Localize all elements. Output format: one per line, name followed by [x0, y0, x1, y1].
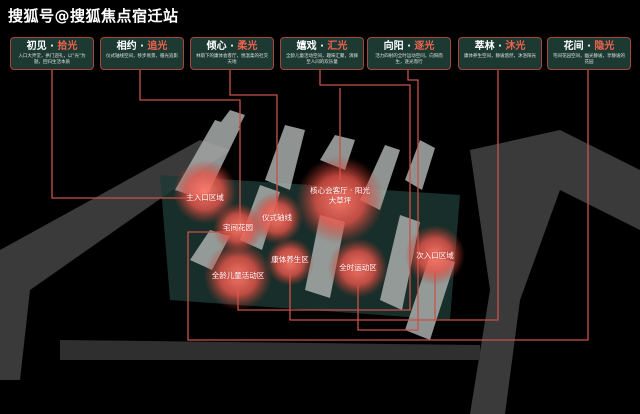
title-card: 倾心 · 柔光林荫下的康体会客厅，悦温柔的社交天地: [190, 37, 274, 70]
card-title-main: 初见: [26, 41, 47, 52]
hotspot-label: 仪式轴线: [262, 213, 292, 222]
road: [60, 340, 480, 360]
watermark: 搜狐号@搜狐焦点宿迁站: [8, 7, 179, 25]
title-card: 花间 · 隐光宅间花园空间，幽光静谧，享静谧的花园: [547, 37, 631, 70]
card-title-accent: 柔光: [237, 41, 258, 52]
connector-lines: [51, 70, 589, 341]
card-title-main: 萃林: [474, 41, 495, 52]
card-description: 宅间花园空间，幽光静谧，享静谧的花园: [553, 54, 625, 65]
hotspot-label: 全时运动区: [339, 263, 377, 272]
card-description: 活力四射的全时运动空间，向阳而生，逐光而行: [375, 54, 443, 65]
card-title-accent: 沐光: [505, 41, 526, 52]
card-title: 向阳 · 逐光: [383, 41, 435, 52]
road: [470, 130, 640, 414]
title-card: 嬉戏 · 汇光全龄儿童活动空间，趣味汇聚，演绎至人间的欢乐童: [280, 37, 364, 70]
card-title: 倾心 · 柔光: [206, 41, 258, 52]
card-title-main: 花间: [563, 41, 584, 52]
hotspot-label: 康体养生区: [271, 255, 309, 264]
card-title-main: 相约: [116, 41, 137, 52]
card-description: 仪式轴线空间，移步易景，循光追影: [106, 54, 178, 59]
card-title: 萃林 · 沐光: [474, 41, 526, 52]
card-title-accent: 逐光: [414, 41, 435, 52]
card-title-main: 向阳: [383, 41, 404, 52]
title-card: 萃林 · 沐光康体养生空间，静谧悠然，沐浴阳光: [458, 37, 542, 70]
card-title-accent: 汇光: [327, 41, 348, 52]
hotspot-label: 全龄儿童活动区: [211, 271, 265, 280]
title-card: 向阳 · 逐光活力四射的全时运动空间，向阳而生，逐光而行: [367, 37, 451, 70]
hotspot-label: 宅间花园: [223, 223, 253, 232]
card-description: 康体养生空间，静谧悠然，沐浴阳光: [464, 54, 536, 59]
hotspot-label: 主入口区域: [186, 193, 224, 202]
hotspot-label: 次入口区域: [416, 251, 454, 260]
card-title-accent: 隐光: [594, 41, 615, 52]
title-card: 初见 · 拾光入口大弄堂，拱门迎礼，以"光"为题，回归生活本质: [10, 37, 94, 70]
card-title-main: 倾心: [206, 41, 227, 52]
hotspot-glows: [173, 156, 465, 310]
card-description: 全龄儿童活动空间，趣味汇聚，演绎至人间的欢乐童: [286, 54, 358, 65]
card-title: 初见 · 拾光: [26, 41, 78, 52]
card-title-main: 嬉戏: [296, 41, 317, 52]
card-title-accent: 拾光: [57, 41, 78, 52]
hotspot-label: 核心会客厅 · 阳光 大草坪: [310, 186, 370, 205]
card-title: 花间 · 隐光: [563, 41, 615, 52]
card-title: 相约 · 追光: [116, 41, 168, 52]
card-description: 林荫下的康体会客厅，悦温柔的社交天地: [196, 54, 268, 65]
title-card: 相约 · 追光仪式轴线空间，移步易景，循光追影: [100, 37, 184, 70]
card-title-accent: 追光: [147, 41, 168, 52]
card-title: 嬉戏 · 汇光: [296, 41, 348, 52]
card-description: 入口大弄堂，拱门迎礼，以"光"为题，回归生活本质: [18, 54, 86, 65]
